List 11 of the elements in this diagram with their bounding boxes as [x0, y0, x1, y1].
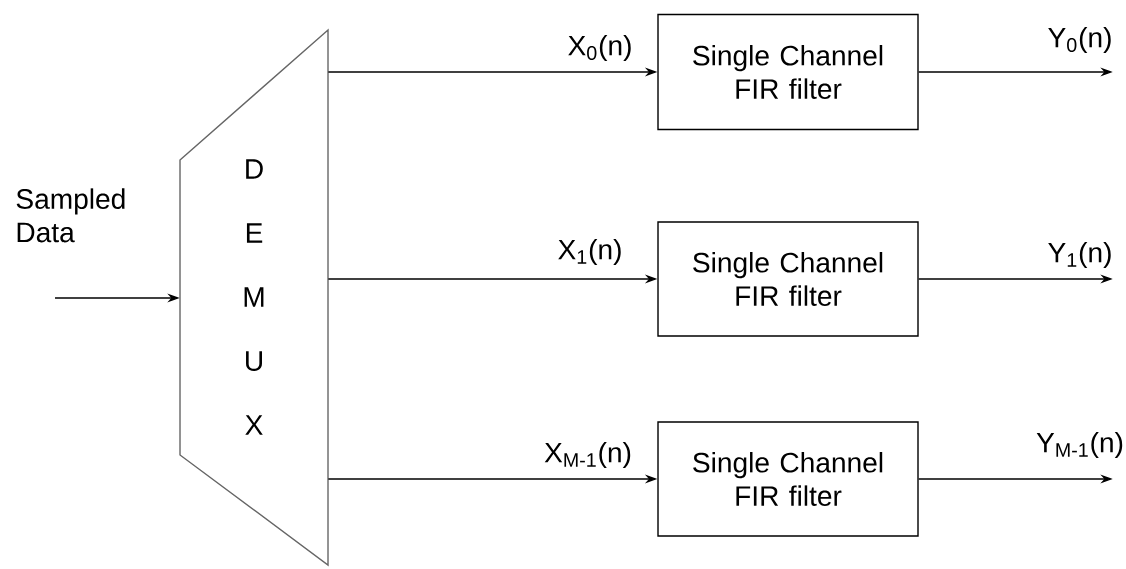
filter-box: Single Channel FIR filter	[657, 421, 919, 537]
edge-label: X$_{1}$(n)	[555, 237, 625, 267]
edge-label: X$_{M-1}$(n)	[542, 440, 634, 470]
edge-label: Y$_{0}$(n)	[1045, 25, 1115, 55]
edge-label: Y$_{1}$(n)	[1045, 240, 1115, 270]
input-label: Sampled Data	[16, 188, 125, 243]
edge-label: X$_{0}$(n)	[565, 33, 635, 63]
edge-label: Y$_{M-1}$(n)	[1034, 430, 1126, 460]
filter-box: Single Channel FIR filter	[657, 13, 919, 131]
demux-block: D E M U X	[179, 28, 329, 567]
filter-box: Single Channel FIR filter	[657, 221, 919, 337]
